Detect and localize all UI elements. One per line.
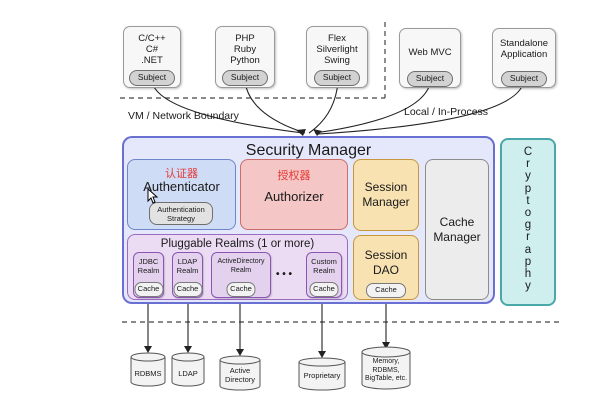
cryptography-letter: o [524,207,532,220]
cryptography-letter: r [526,158,530,171]
authorizer-label: Authorizer [264,189,324,204]
datastore-ldap: LDAP [178,369,198,378]
client-label: Flex Silverlight Swing [316,33,358,66]
realm-cache: Cache [173,282,202,297]
session-dao-label: Session DAO [364,248,408,277]
authorizer: 授权器 Authorizer [240,159,348,230]
authenticator-chinese-label: 认证器 [165,168,198,180]
datastore-rdbms: RDBMS [134,369,162,378]
realm-cache: Cache [134,282,163,297]
subject-badge: Subject [314,70,360,86]
session-dao: Session DAO Cache [353,235,419,300]
authorizer-chinese-label: 授权器 [277,170,311,182]
subject-badge: Subject [501,71,547,87]
realm-active-directory: ActiveDirectory Realm Cache [211,252,271,298]
client-label: PHP Ruby Python [230,33,260,66]
cryptography-letter: t [526,194,530,207]
security-manager-title: Security Manager [245,142,372,159]
authentication-strategy: Authentication Strategy [149,202,213,225]
realm-label: LDAP Realm [176,257,199,275]
client-c-cpp-dotnet: C/C++ C# .NET Subject [123,26,181,88]
vm-network-boundary-label: VM / Network Boundary [128,110,239,122]
authenticator-label: Authenticator [143,179,220,194]
realm-cache: Cache [309,282,339,297]
session-manager-label: Session Manager [362,180,410,209]
cryptography-letter: h [524,268,532,281]
client-standalone-application: Standalone Application Subject [492,28,556,88]
datastore-proprietary: Proprietary [303,371,341,380]
session-manager: Session Manager [353,159,419,231]
realms-ellipsis: • • • [276,269,293,280]
subject-badge: Subject [222,70,268,86]
datastore-memory-rdbms-bigtable: Memory, RDBMS, BigTable, etc. [364,358,408,382]
cryptography-letter: y [525,170,531,183]
subject-badge: Subject [129,70,175,86]
subject-badge: Subject [407,71,453,87]
realm-cache: Cache [226,282,256,297]
cryptography-letter: r [526,231,530,244]
realm-label: JDBC Realm [137,257,160,275]
realm-label: ActiveDirectory Realm [217,258,265,274]
cursor-arrow-icon [147,188,159,204]
session-dao-cache: Cache [366,283,406,298]
pluggable-realms-title: Pluggable Realms (1 or more) [160,238,315,250]
cryptography-letter: C [523,146,533,158]
cryptography-letter: a [524,243,532,256]
client-web-mvc: Web MVC Subject [399,28,461,88]
client-label: Web MVC [408,47,452,58]
cryptography-letter: y [525,280,531,293]
client-label: C/C++ C# .NET [138,33,166,66]
cache-manager: Cache Manager [425,159,489,300]
cryptography-letter: p [524,255,532,268]
realm-jdbc: JDBC Realm Cache [133,252,164,298]
realm-label: Custom Realm [311,257,337,275]
local-in-process-label: Local / In-Process [404,106,489,118]
datastore-active-directory: Active Directory [224,366,255,384]
realm-custom: Custom Realm Cache [306,252,342,298]
cache-manager-label: Cache Manager [433,215,481,244]
client-php-ruby-python: PHP Ruby Python Subject [215,26,275,88]
realm-ldap: LDAP Realm Cache [172,252,203,298]
cryptography-letter: g [524,219,532,232]
client-label: Standalone Application [499,38,549,60]
authenticator: 认证器 Authenticator Authentication Strateg… [127,159,236,230]
cryptography-letter: p [524,182,532,195]
client-flex-silverlight-swing: Flex Silverlight Swing Subject [306,26,368,88]
